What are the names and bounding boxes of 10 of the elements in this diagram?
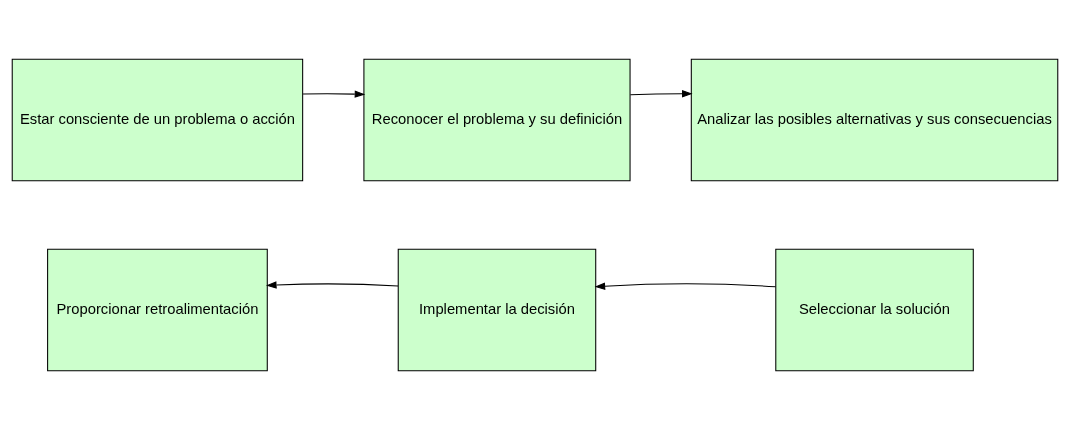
arrow (594, 282, 777, 290)
node-box: Seleccionar la solución (775, 248, 974, 372)
arrow (302, 90, 366, 98)
arrow (629, 90, 693, 98)
node-box: Implementar la decisión (397, 248, 597, 372)
node-box: Reconocer el problema y su definición (363, 58, 631, 182)
node-box: Analizar las posibles alternativas y sus consecuencias (690, 58, 1059, 182)
arrow (265, 281, 399, 289)
node-box: Estar consciente de un problema o acción (11, 58, 304, 182)
node-box: Proporcionar retroalimentación (47, 248, 268, 372)
